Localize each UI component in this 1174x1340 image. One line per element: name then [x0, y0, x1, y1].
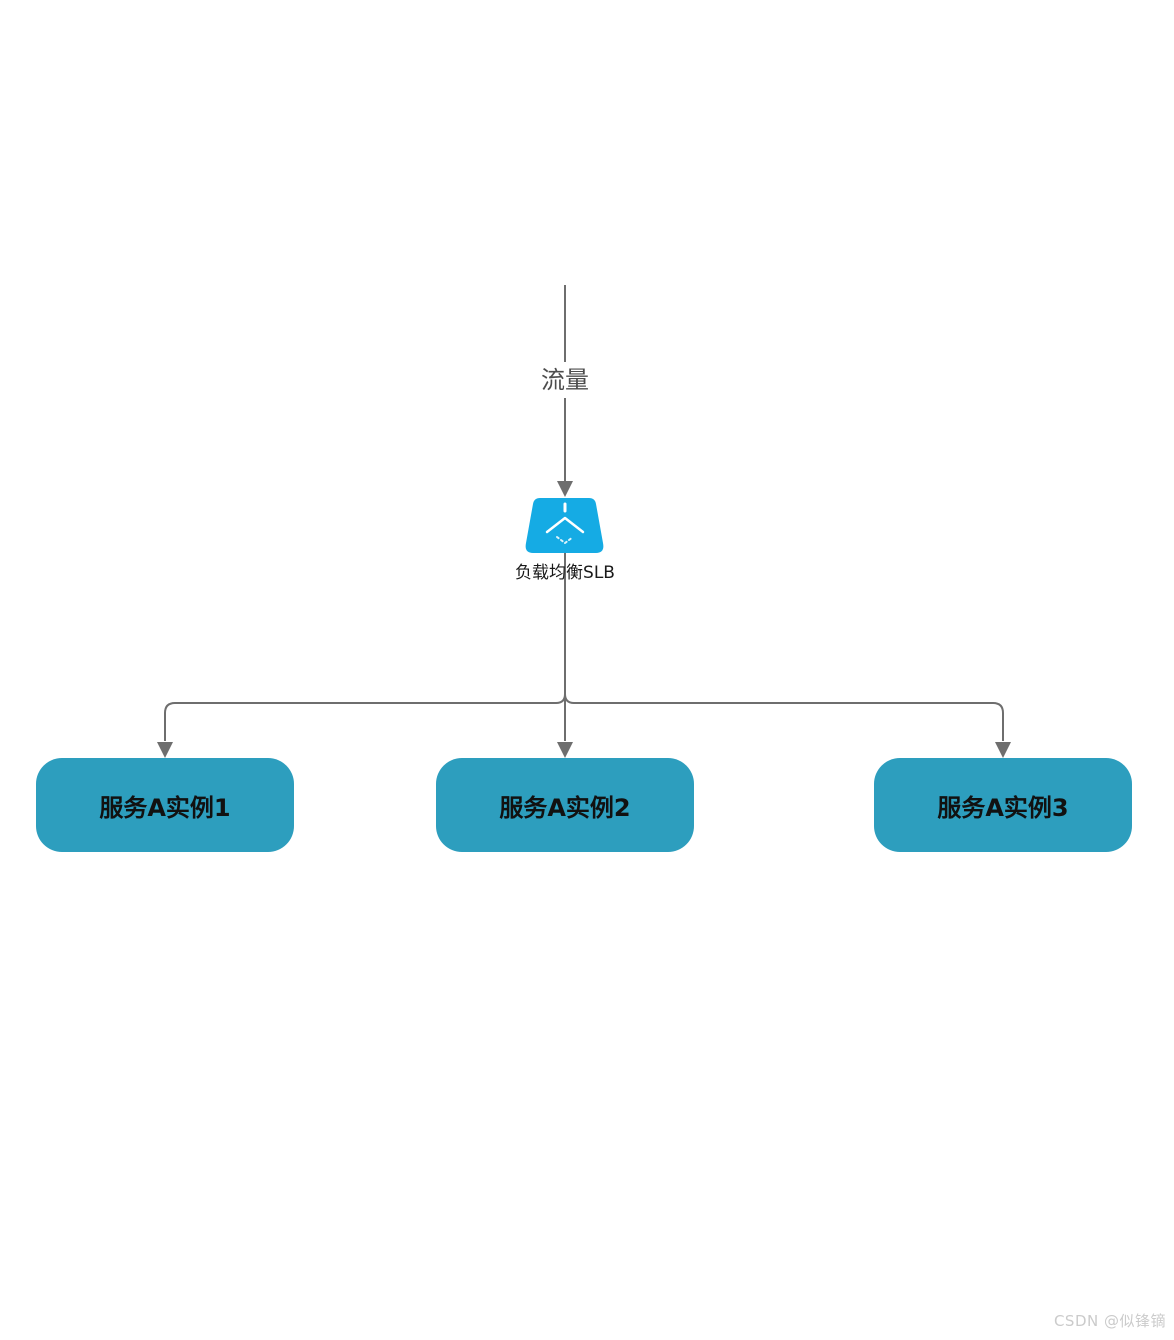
slb-load-balancer-icon [525, 498, 604, 553]
traffic-label: 流量 [541, 366, 589, 394]
load-balancer-label: 负载均衡SLB [515, 563, 615, 583]
left-branch-line [164, 693, 566, 741]
slb-icon-chevron-down-dotted [556, 536, 574, 544]
instance-node-3: 服务A实例3 [874, 758, 1132, 852]
slb-icon-chevron-up [545, 516, 585, 534]
instance-node-3-label: 服务A实例3 [937, 793, 1069, 822]
slb-icon-trapezoid [525, 498, 604, 553]
arrowhead-into-instance-3 [995, 742, 1011, 758]
instance-node-1: 服务A实例1 [36, 758, 294, 852]
instance-node-2: 服务A实例2 [436, 758, 694, 852]
arrowhead-into-slb [557, 481, 573, 497]
csdn-watermark: CSDN @似锋镝 [1053, 1312, 1166, 1330]
arrowhead-into-instance-1 [157, 742, 173, 758]
instance-node-2-label: 服务A实例2 [499, 793, 631, 822]
right-branch-line [564, 693, 1004, 741]
arrowhead-into-instance-2 [557, 742, 573, 758]
instance-node-1-label: 服务A实例1 [99, 793, 231, 822]
